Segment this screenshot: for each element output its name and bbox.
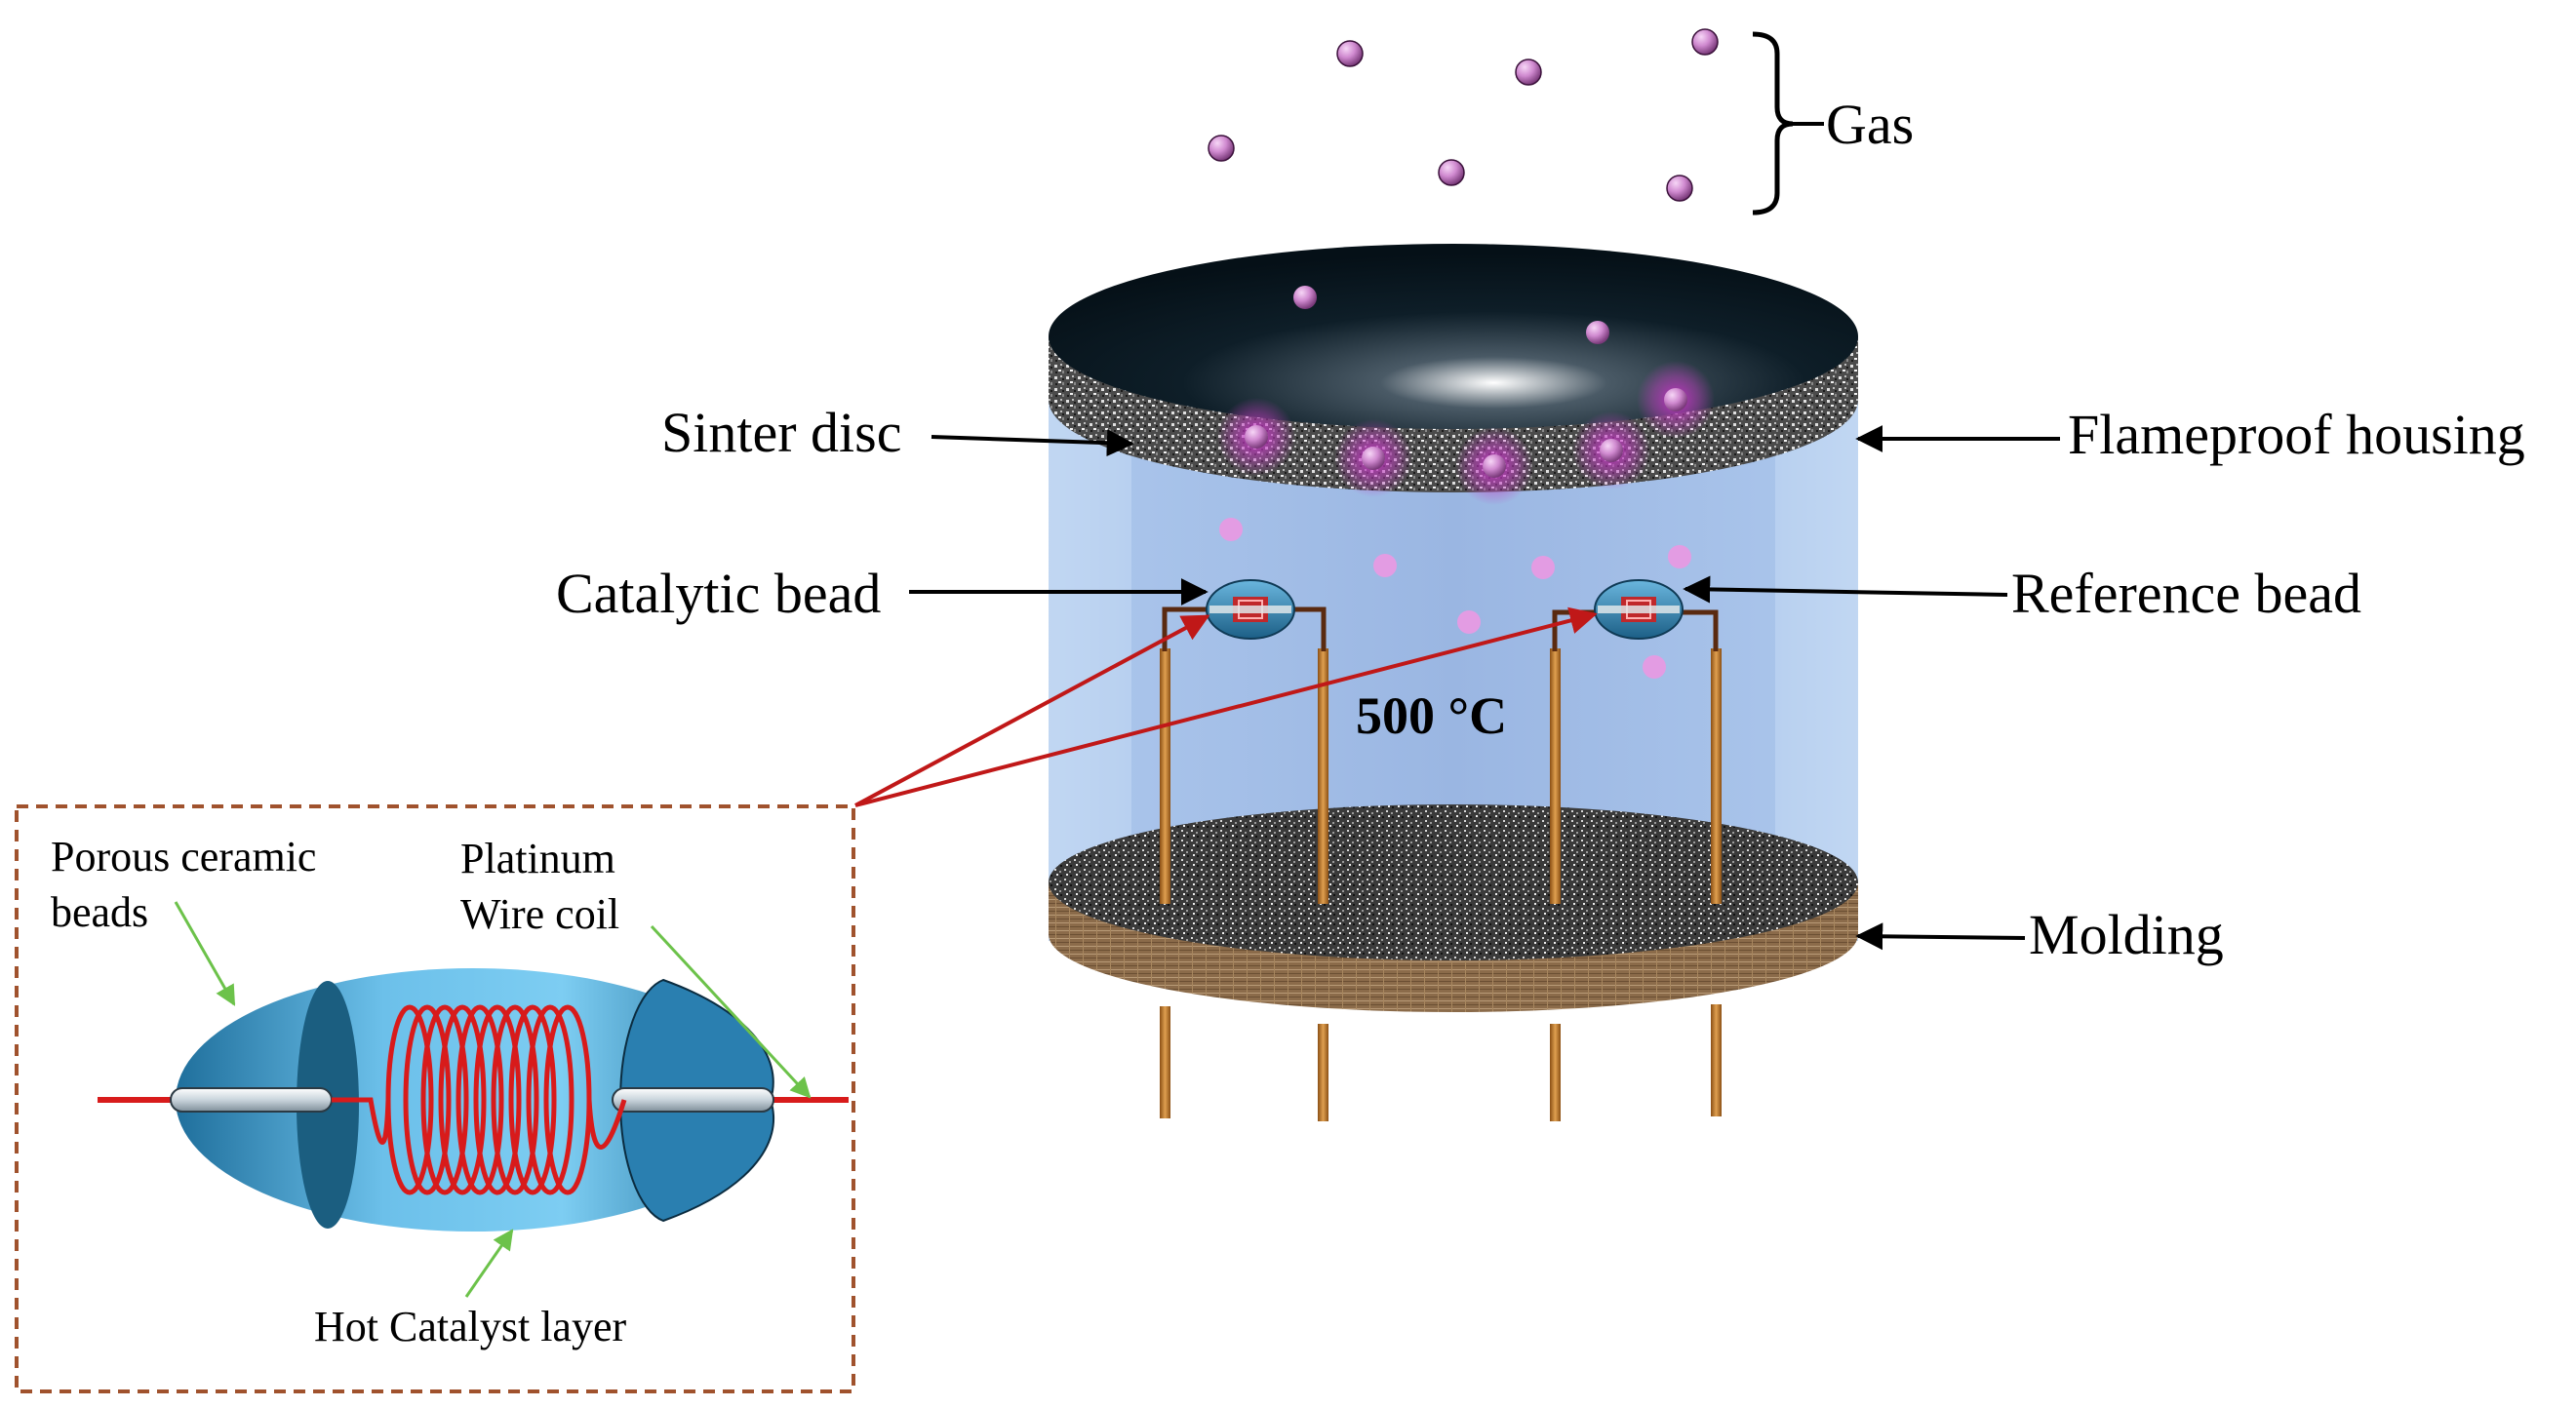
- inner-pins: [1160, 648, 1722, 904]
- platinum-wire-coil-leader: [650, 924, 812, 1099]
- porous-ceramic-beads-label-line2: beads: [51, 888, 148, 936]
- catalytic-bead-label: Catalytic bead: [556, 562, 881, 625]
- outer-pins: [1160, 1004, 1722, 1121]
- molding-base: [1049, 804, 1858, 1012]
- reference-bead-small: [1594, 579, 1684, 640]
- molding-arrow: [1855, 922, 2026, 951]
- sensor-body: [1049, 28, 1858, 1121]
- zoom-line-catalytic: [854, 614, 1210, 807]
- inset-border: [15, 804, 855, 1393]
- temperature-label: 500 °C: [1356, 686, 1507, 745]
- molding-label: Molding: [2029, 903, 2224, 966]
- flameproof-housing-label: Flameproof housing: [2068, 403, 2525, 466]
- hot-catalyst-layer-leader: [464, 1229, 514, 1298]
- sinter-disc-top: [1049, 244, 1858, 429]
- inset-ceramic-tube-left: [170, 1087, 333, 1113]
- inset-ceramic-tube-right: [612, 1087, 774, 1113]
- catalytic-bead-small: [1206, 579, 1295, 640]
- platinum-wire-coil-label-line1: Platinum: [460, 835, 615, 882]
- sinter-disc-label: Sinter disc: [661, 401, 901, 464]
- bead-detail-inset: Porous ceramic beads Platinum Wire coil …: [15, 804, 855, 1393]
- reference-bead-arrow: [1683, 575, 2008, 604]
- inset-platinum-coil: [332, 1004, 627, 1195]
- platinum-wire-coil-label-line2: Wire coil: [460, 890, 619, 938]
- sinter-disc-arrow: [931, 429, 1134, 457]
- hot-catalyst-layer-label: Hot Catalyst layer: [314, 1303, 626, 1350]
- reference-bead-label: Reference bead: [2011, 562, 2361, 625]
- gas-molecules: [1208, 28, 1719, 679]
- porous-ceramic-beads-leader: [174, 901, 236, 1006]
- porous-ceramic-beads-label-line1: Porous ceramic: [51, 833, 316, 880]
- zoom-line-reference: [854, 606, 1598, 807]
- gas-bracket: [1752, 31, 1794, 215]
- gas-label: Gas: [1826, 93, 1914, 156]
